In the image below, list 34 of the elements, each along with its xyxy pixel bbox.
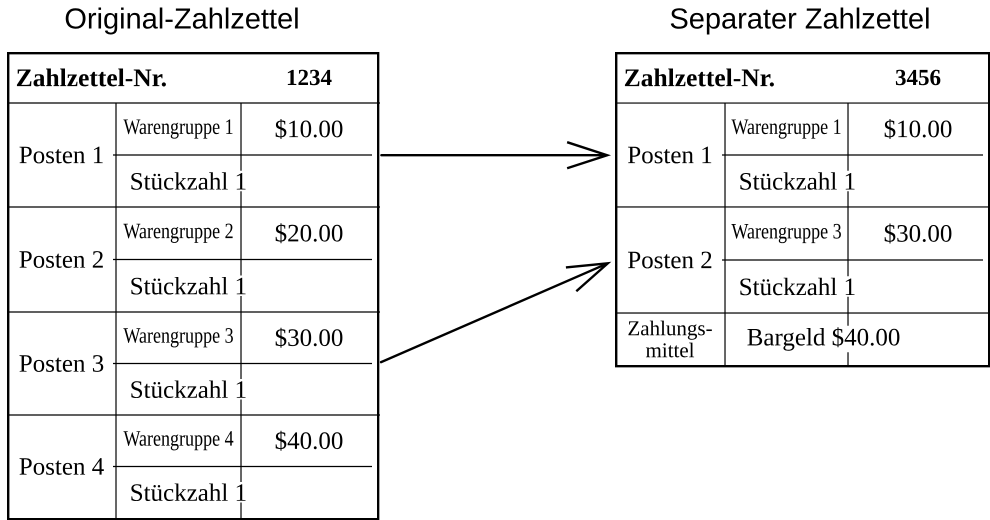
quantity: Stückzahl 1 <box>128 378 249 400</box>
item-label: Posten 2 <box>628 252 712 268</box>
product-group: Warengruppe 1 <box>123 119 233 139</box>
product-group: Warengruppe 3 <box>731 224 841 244</box>
quantity: Stückzahl 1 <box>737 276 858 297</box>
arrow <box>380 262 612 364</box>
receipt-number: 3456 <box>896 70 940 86</box>
table-heading: Separater Zahlzettel <box>670 7 929 35</box>
header-label: Zahlzettel-Nr. <box>624 68 774 87</box>
table-heading: Original-Zahlzettel <box>66 7 298 35</box>
price: $20.00 <box>276 223 342 244</box>
price: $10.00 <box>276 119 342 139</box>
product-group: Warengruppe 2 <box>123 224 233 243</box>
item-label: Posten 2 <box>20 251 103 268</box>
quantity: Stückzahl 1 <box>737 170 858 192</box>
header-label: Zahlzettel-Nr. <box>16 68 166 87</box>
price: $10.00 <box>884 119 952 139</box>
receipt-number: 1234 <box>288 70 332 86</box>
product-group: Warengruppe 3 <box>123 328 233 348</box>
product-group: Warengruppe 4 <box>123 431 234 450</box>
arrow <box>380 141 611 170</box>
quantity: Stückzahl 1 <box>128 275 249 296</box>
product-group: Warengruppe 1 <box>731 119 841 139</box>
quantity: Stückzahl 1 <box>128 482 249 503</box>
item-label: Posten 3 <box>20 355 104 372</box>
quantity: Stückzahl 1 <box>128 170 249 192</box>
price: $30.00 <box>884 224 952 244</box>
payment-label: Zahlungs- mittel <box>628 320 712 358</box>
item-label: Posten 1 <box>628 146 712 164</box>
price: $30.00 <box>276 328 342 348</box>
item-label: Posten 4 <box>20 458 104 475</box>
item-label: Posten 1 <box>20 146 103 164</box>
payment-amount: Bargeld $40.00 <box>745 326 902 352</box>
price: $40.00 <box>276 430 342 451</box>
